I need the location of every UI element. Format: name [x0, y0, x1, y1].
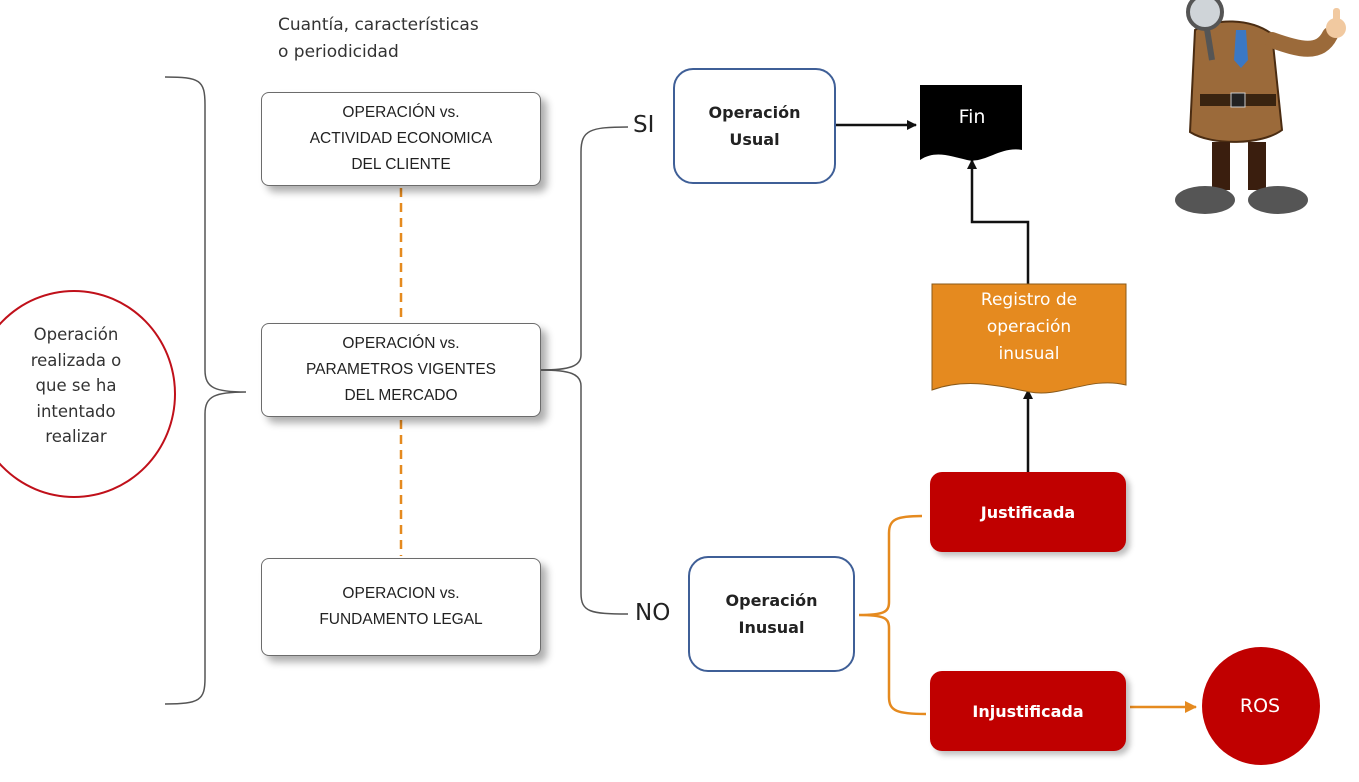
comparison-market-box: OPERACIÓN vs. PARAMETROS VIGENTES DEL ME… [261, 323, 541, 417]
decision-brace [540, 126, 629, 615]
branch-yes-label: SI [633, 112, 655, 138]
fin-label: Fin [958, 106, 986, 128]
start-label: Operación realizada o que se ha intentad… [30, 325, 122, 446]
orange-brace [858, 514, 927, 716]
ros-circle [1202, 647, 1320, 765]
ros-label: ROS [1239, 695, 1281, 717]
unjustified-box: Injustificada [930, 671, 1126, 751]
unusual-operation-box: Operación Inusual [688, 556, 855, 672]
comparison-activity-box: OPERACIÓN vs. ACTIVIDAD ECONOMICA DEL CL… [261, 92, 541, 186]
detective-illustration [1175, 0, 1346, 214]
header-line-2: o periodicidad [278, 42, 399, 62]
arrow-registro-fin [967, 159, 1030, 284]
criteria-header: Cuantía, características o periodicidad [278, 12, 479, 66]
start-circle [0, 290, 176, 498]
usual-operation-box: Operación Usual [673, 68, 836, 184]
registro-shape [931, 283, 1127, 394]
header-line-1: Cuantía, características [278, 15, 479, 35]
fin-shape [920, 85, 1022, 161]
branch-no-label: NO [635, 600, 671, 626]
comparison-legal-box: OPERACION vs. FUNDAMENTO LEGAL [261, 558, 541, 656]
registro-label: Registro de operación inusual [980, 290, 1078, 364]
justified-box: Justificada [930, 472, 1126, 552]
left-brace [164, 76, 247, 705]
